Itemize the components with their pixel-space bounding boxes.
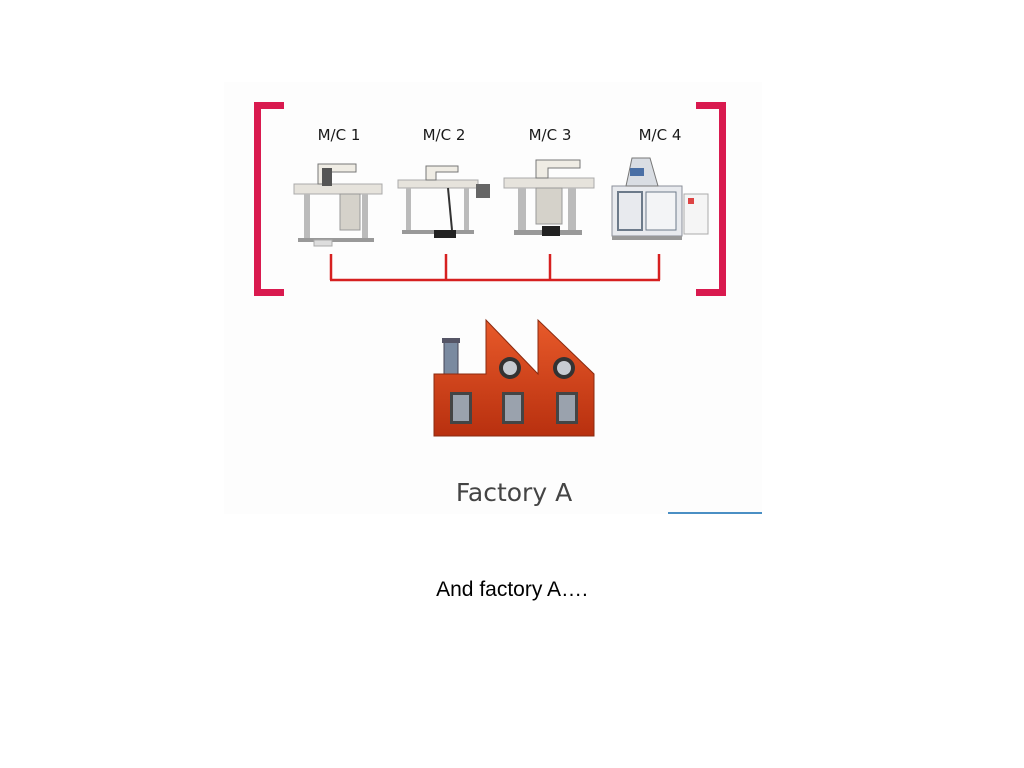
factory-label: Factory A — [455, 478, 573, 507]
divider-line — [668, 512, 762, 514]
right-bracket — [696, 102, 726, 296]
machine-label-1: M/C 1 — [317, 126, 361, 144]
slide-caption: And factory A…. — [436, 578, 588, 601]
machine-label-2: M/C 2 — [422, 126, 466, 144]
machine-label-4: M/C 4 — [638, 126, 682, 144]
machine-connector — [329, 254, 661, 282]
sewing-machine-icon — [503, 159, 595, 236]
sewing-machine-icon — [397, 165, 490, 238]
factory-diagram: M/C 1 M/C 2 M/C 3 M/C 4 — [224, 82, 762, 514]
left-bracket — [254, 102, 284, 296]
factory-icon — [433, 318, 595, 437]
automated-machine-icon — [611, 157, 709, 240]
machine-label-3: M/C 3 — [528, 126, 572, 144]
sewing-machine-icon — [293, 163, 383, 247]
